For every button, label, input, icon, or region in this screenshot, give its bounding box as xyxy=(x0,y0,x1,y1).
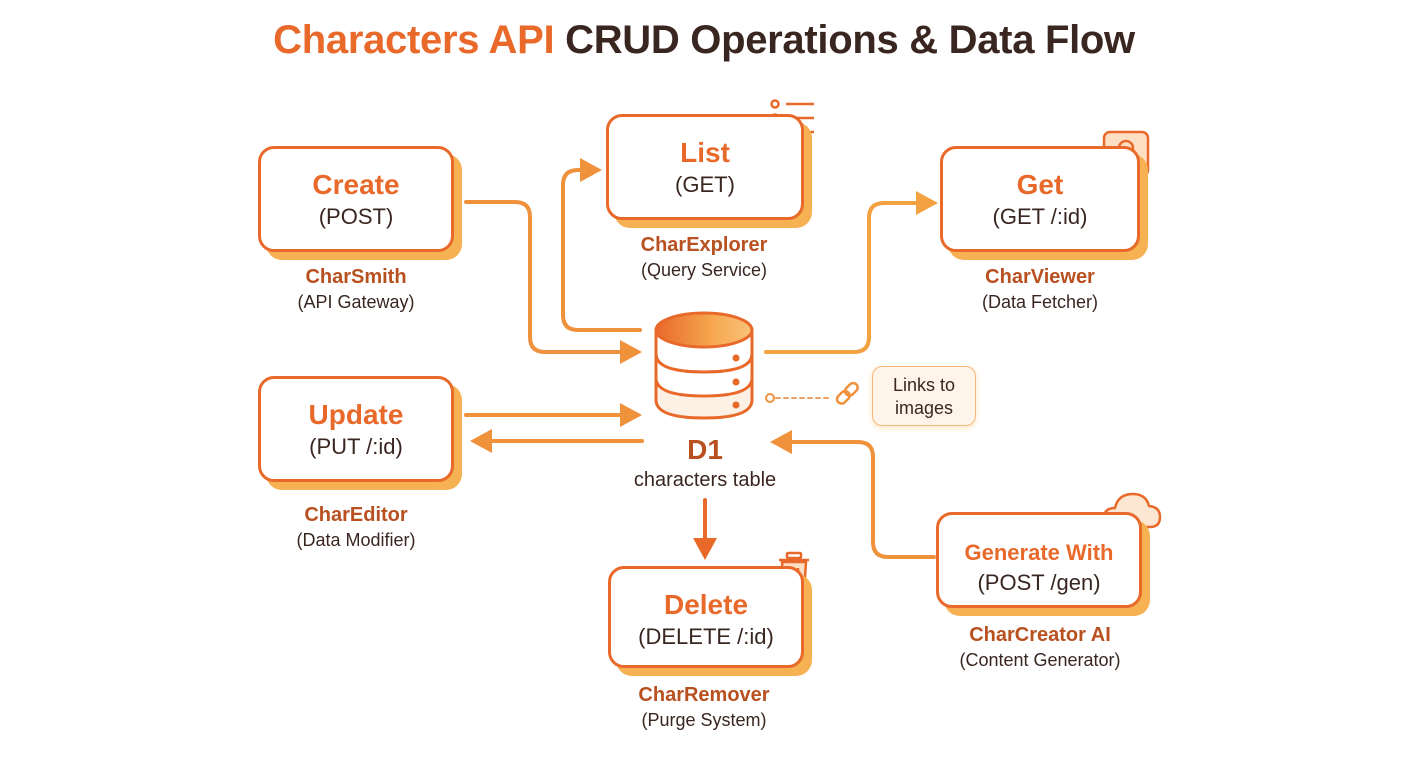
get-service-role: (Data Fetcher) xyxy=(981,292,1099,312)
title-rest: CRUD Operations & Data Flow xyxy=(565,18,1135,62)
note-line-2: images xyxy=(894,398,954,418)
get-connector xyxy=(764,201,922,354)
update-service-name: CharEditor xyxy=(304,504,408,526)
create-service-name: CharSmith xyxy=(305,266,407,288)
update-op-label: Update xyxy=(308,399,404,430)
list-service: CharExplorer (Query Service) xyxy=(574,232,834,282)
link-icon xyxy=(835,381,859,405)
list-op-label: List xyxy=(680,137,730,168)
delete-method-label: (DELETE /:id) xyxy=(638,624,774,649)
delete-service: CharRemover (Purge System) xyxy=(574,682,834,732)
page-title: Characters API CRUD Operations & Data Fl… xyxy=(0,18,1408,63)
create-service-role: (API Gateway) xyxy=(297,292,415,312)
get-method-label: (GET /:id) xyxy=(992,204,1088,229)
generate-op-label: Generate With xyxy=(964,540,1114,565)
get-card[interactable]: Get (GET /:id) xyxy=(940,146,1140,252)
list-connector xyxy=(561,168,642,332)
note-dot xyxy=(765,393,775,403)
generate-connector xyxy=(788,440,936,559)
list-card[interactable]: List (GET) xyxy=(606,114,804,220)
generate-service-role: (Content Generator) xyxy=(959,650,1121,670)
get-op-label: Get xyxy=(1016,169,1064,200)
generate-arrowhead xyxy=(770,430,792,454)
database-icon xyxy=(654,311,754,420)
delete-card[interactable]: Delete (DELETE /:id) xyxy=(608,566,804,668)
delete-service-name: CharRemover xyxy=(638,684,770,706)
list-service-role: (Query Service) xyxy=(640,260,768,280)
generate-service: CharCreator AI (Content Generator) xyxy=(910,622,1170,672)
update-out-arrowhead xyxy=(470,429,492,453)
database-subtitle: characters table xyxy=(633,469,777,491)
get-arrowhead xyxy=(916,191,938,215)
list-service-name: CharExplorer xyxy=(640,234,768,256)
generate-card[interactable]: Generate With (POST /gen) xyxy=(936,512,1142,608)
create-card[interactable]: Create (POST) xyxy=(258,146,454,252)
delete-arrowhead xyxy=(693,538,717,560)
create-connector xyxy=(464,200,626,354)
update-card[interactable]: Update (PUT /:id) xyxy=(258,376,454,482)
create-method-label: (POST) xyxy=(318,204,394,229)
database-label: D1 characters table xyxy=(600,434,810,494)
generate-method-label: (POST /gen) xyxy=(977,570,1101,595)
create-service: CharSmith (API Gateway) xyxy=(226,264,486,314)
update-in-arrowhead xyxy=(620,403,642,427)
update-service: CharEditor (Data Modifier) xyxy=(226,502,486,552)
links-to-images-note: Links to images xyxy=(872,366,976,426)
generate-service-name: CharCreator AI xyxy=(969,624,1111,646)
get-service-name: CharViewer xyxy=(985,266,1095,288)
list-arrowhead xyxy=(580,158,602,182)
create-op-label: Create xyxy=(312,169,400,200)
delete-service-role: (Purge System) xyxy=(641,710,767,730)
note-line-1: Links to xyxy=(892,375,956,395)
get-service: CharViewer (Data Fetcher) xyxy=(910,264,1170,314)
list-method-label: (GET) xyxy=(675,172,735,197)
database-name: D1 xyxy=(687,434,723,465)
update-method-label: (PUT /:id) xyxy=(309,434,403,459)
update-service-role: (Data Modifier) xyxy=(296,530,416,550)
create-arrowhead xyxy=(620,340,642,364)
delete-op-label: Delete xyxy=(663,589,749,620)
title-accent: Characters API xyxy=(273,18,555,62)
